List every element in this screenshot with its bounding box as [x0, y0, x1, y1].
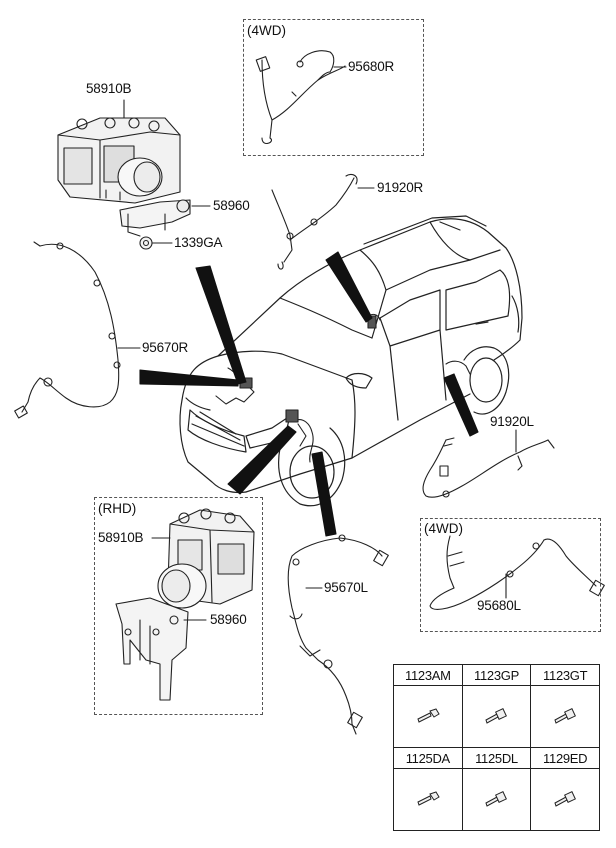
bolt-cell [393, 685, 463, 748]
bolt-header: 1125DA [393, 747, 463, 769]
bracket-top-icon [119, 199, 191, 237]
wheel-sensor-front-left-icon [287, 534, 389, 735]
label-91920R: 91920R [377, 180, 424, 195]
bolt-cell [393, 768, 463, 831]
bolt-cell [461, 685, 532, 748]
bolt-header: 1123GT [530, 664, 600, 686]
bolt-icon [485, 707, 508, 724]
label-58960-rhd: 58960 [210, 612, 247, 627]
wheel-sensor-front-right-icon [14, 241, 121, 419]
bolt-cell [461, 768, 532, 831]
label-58910B-top: 58910B [86, 81, 132, 96]
hose-rear-right-icon [271, 173, 358, 270]
group-4wd-top [243, 19, 424, 156]
group-rhd [94, 497, 263, 715]
bolt-header: 1123GP [461, 664, 532, 686]
group-4wd-bottom-title: (4WD) [424, 521, 463, 536]
bracket-rhd-icon [115, 597, 189, 701]
group-4wd-top-title: (4WD) [247, 23, 286, 38]
nut-icon [139, 236, 153, 250]
label-95680R: 95680R [348, 59, 395, 74]
bolt-header: 1125DL [461, 747, 532, 769]
label-95670R: 95670R [142, 340, 189, 355]
label-58910B-rhd: 58910B [98, 530, 144, 545]
bolt-icon [417, 790, 440, 806]
bolt-icon [554, 707, 577, 724]
bolt-cell [530, 768, 600, 831]
bolt-icon [417, 707, 440, 723]
bolt-parts-table: 1123AM 1123GP 1123GT 1125DA 1125DL 1129E… [393, 664, 600, 831]
rear-4wd-sensor-right-icon [255, 50, 346, 144]
label-95680L: 95680L [477, 598, 521, 613]
abs-module-top-icon [57, 117, 181, 204]
bolt-icon [485, 790, 508, 807]
vehicle-harness-icon [215, 313, 471, 463]
abs-module-rhd-icon [157, 508, 255, 609]
vehicle-outline-icon [179, 215, 523, 507]
bolt-icon [554, 790, 577, 807]
hose-rear-left-icon [422, 437, 555, 498]
label-1339GA: 1339GA [174, 235, 223, 250]
group-rhd-title: (RHD) [98, 501, 137, 516]
bolt-cell [530, 685, 600, 748]
label-58960-top: 58960 [213, 198, 250, 213]
bolt-header: 1123AM [393, 664, 463, 686]
label-95670L: 95670L [324, 580, 368, 595]
group-4wd-bottom [420, 518, 601, 632]
label-91920L: 91920L [490, 414, 534, 429]
bolt-header: 1129ED [530, 747, 600, 769]
